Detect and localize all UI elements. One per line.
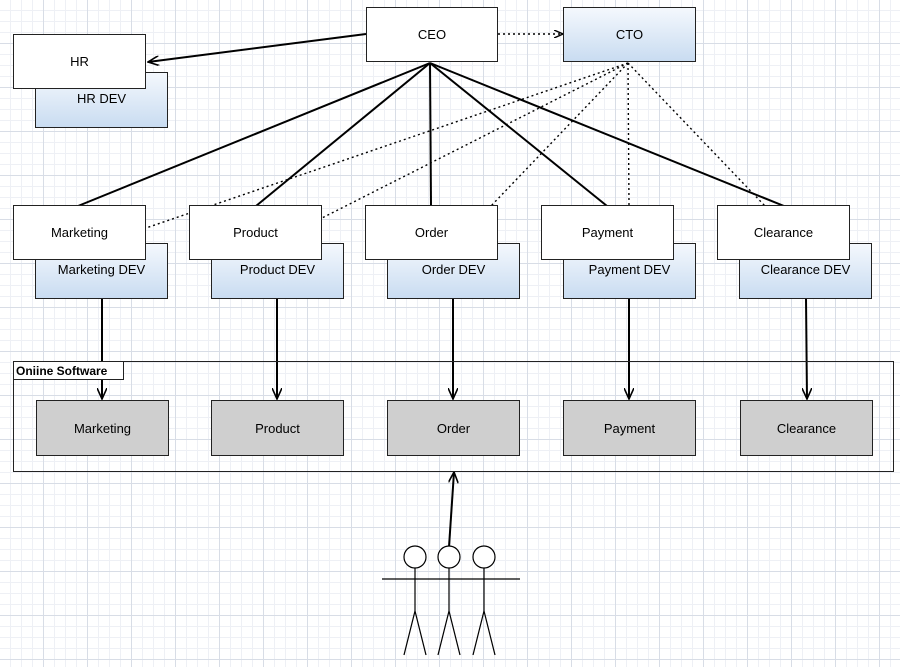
order-dev-label: Order DEV [421, 262, 486, 277]
dev-to-module-arrows [102, 297, 807, 399]
marketing-dev-label: Marketing DEV [57, 262, 146, 277]
module-product-label: Product [255, 420, 300, 436]
module-payment-label: Payment [603, 420, 656, 436]
ceo-label: CEO [417, 27, 447, 42]
cto-to-payment-dev-line [627, 62, 630, 207]
hr-label: HR [70, 54, 89, 69]
product-dev-label: Product DEV [239, 262, 316, 277]
cto-to-clearance-dev-line [627, 62, 766, 207]
ceo-department-links [77, 62, 785, 207]
module-payment[interactable]: Payment [563, 400, 696, 456]
clearance-dev-label: Clearance DEV [760, 262, 851, 277]
payment-label: Payment [581, 225, 634, 240]
user-head-3 [472, 545, 496, 569]
user-group-icon [382, 545, 520, 656]
ceo-to-payment-line [429, 62, 608, 207]
marketing-label: Marketing [50, 225, 109, 240]
module-product[interactable]: Product [211, 400, 344, 456]
module-order[interactable]: Order [387, 400, 520, 456]
cto-to-marketing-dev-line [145, 62, 629, 229]
user-head-2 [437, 545, 461, 569]
online-software-frame[interactable]: Oniine Software [13, 361, 894, 472]
module-order-label: Order [436, 420, 471, 436]
payment-dev-label: Payment DEV [588, 262, 671, 277]
online-software-frame-label: Oniine Software [14, 362, 125, 380]
cto-to-order-dev-line [490, 62, 629, 207]
order-box[interactable]: Order [365, 205, 498, 260]
ceo-to-product-line [255, 62, 431, 207]
product-box[interactable]: Product [189, 205, 322, 260]
module-marketing[interactable]: Marketing [36, 400, 169, 456]
payment-box[interactable]: Payment [541, 205, 674, 260]
ceo-to-marketing-line [77, 62, 431, 207]
clearance-dev-to-module-arrow [806, 297, 807, 399]
ceo-to-hr-arrow [148, 33, 367, 62]
cto-label: CTO [615, 27, 644, 42]
module-clearance-label: Clearance [776, 420, 837, 436]
module-clearance[interactable]: Clearance [740, 400, 873, 456]
order-label: Order [414, 225, 449, 240]
ceo-box[interactable]: CEO [366, 7, 498, 62]
marketing-box[interactable]: Marketing [13, 205, 146, 260]
clearance-label: Clearance [753, 225, 814, 240]
ceo-to-clearance-line [429, 62, 785, 207]
cto-box[interactable]: CTO [563, 7, 696, 62]
user-head-1 [403, 545, 427, 569]
hr-box[interactable]: HR [13, 34, 146, 89]
cto-to-product-dev-line [321, 62, 629, 219]
product-label: Product [233, 225, 278, 240]
ceo-to-order-line [429, 62, 432, 207]
users-to-software-arrow [448, 472, 454, 548]
cto-dev-links [145, 62, 766, 229]
clearance-box[interactable]: Clearance [717, 205, 850, 260]
module-marketing-label: Marketing [73, 420, 132, 436]
hr-dev-label: HR DEV [76, 91, 127, 106]
